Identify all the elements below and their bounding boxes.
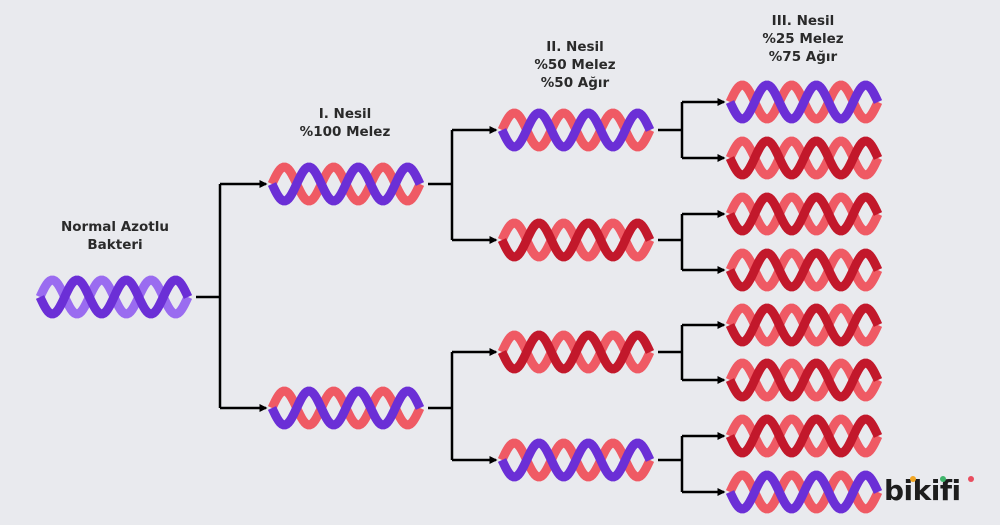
gen3-dna-heavy	[725, 358, 883, 402]
gen3-dna-hybrid	[725, 80, 883, 124]
dna-strand-front	[267, 386, 425, 430]
dna-strand-front	[725, 192, 883, 236]
gen3-dna-heavy	[725, 248, 883, 292]
gen1-dna-hybrid	[267, 162, 425, 206]
dna-strand-front	[725, 248, 883, 292]
gen3-dna-heavy	[725, 414, 883, 458]
gen3-dna-heavy	[725, 303, 883, 347]
gen2-dna-hybrid	[497, 108, 655, 152]
logo-dot-1	[910, 476, 916, 482]
dna-strand-front	[725, 136, 883, 180]
gen2-dna-hybrid	[497, 438, 655, 482]
generation-label-third: III. Nesil %25 Melez %75 Ağır	[762, 13, 844, 65]
gen3-dna-heavy	[725, 136, 883, 180]
generation-label-first: I. Nesil %100 Melez	[299, 106, 391, 140]
dna-strand-front	[725, 303, 883, 347]
dna-strand-front	[497, 438, 655, 482]
dna-strand-front	[725, 358, 883, 402]
dna-strand-front	[725, 414, 883, 458]
dna-molecules	[35, 80, 883, 514]
logo-dot-2	[940, 476, 946, 482]
tree-connectors	[196, 98, 726, 496]
generation-label-second: II. Nesil %50 Melez %50 Ağır	[534, 39, 616, 91]
gen2-dna-heavy	[497, 330, 655, 374]
dna-strand-front	[497, 108, 655, 152]
generation-label-normal: Normal Azotlu Bakteri	[60, 219, 169, 253]
bikifi-logo: bikifi	[884, 474, 984, 510]
dna-strand-front	[725, 470, 883, 514]
dna-strand-front	[497, 218, 655, 262]
logo-dot-3	[968, 476, 974, 482]
gen1-dna-hybrid	[267, 386, 425, 430]
gen2-dna-heavy	[497, 218, 655, 262]
gen3-dna-heavy	[725, 192, 883, 236]
dna-strand-front	[497, 330, 655, 374]
dna-strand-front	[35, 275, 193, 319]
dna-strand-front	[267, 162, 425, 206]
dna-strand-front	[725, 80, 883, 124]
gen3-dna-hybrid	[725, 470, 883, 514]
gen0-dna-normal	[35, 275, 193, 319]
